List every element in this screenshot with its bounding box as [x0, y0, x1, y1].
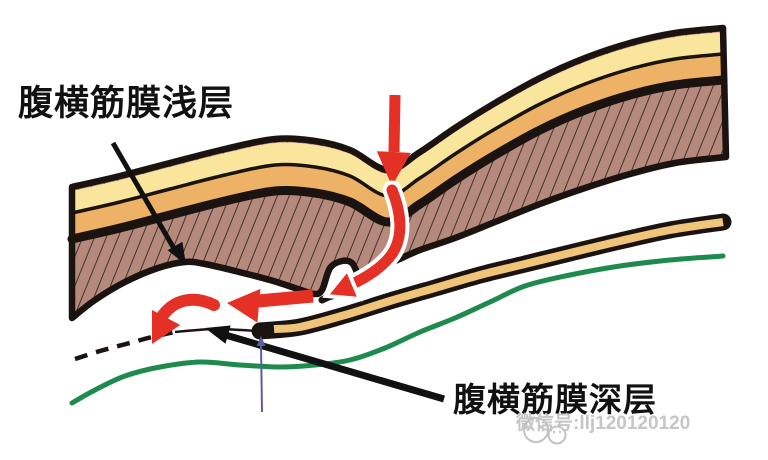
- wechat-icon-small-bubble: [547, 425, 567, 445]
- label-deep-fascia: 腹横筋膜深层: [453, 383, 657, 419]
- label-superficial-fascia: 腹横筋膜浅层: [18, 84, 235, 123]
- fascia-deep-band: [273, 218, 724, 333]
- flow-arrow-down-head: [376, 151, 411, 186]
- indicator-blue-arrowhead: [256, 336, 266, 346]
- flow-arrow-turn-down-shaft: [157, 293, 220, 321]
- superficial-fat-layer: [72, 32, 723, 213]
- wechat-icon-eye: [558, 430, 562, 434]
- tissue-outline: [68, 24, 730, 322]
- watermark-icon-group: [523, 417, 567, 445]
- watermark-text: 微信号:llj120120120: [516, 413, 691, 434]
- pointer-deep-head: [205, 325, 231, 344]
- pointer-superficial-head: [167, 241, 186, 265]
- flow-arrows: [152, 94, 411, 344]
- wechat-icon-eye: [538, 425, 542, 429]
- pointer-superficial-shaft: [110, 141, 179, 254]
- flow-arrow-left-head: [227, 288, 261, 323]
- wechat-icon: [523, 417, 549, 443]
- fascia-dashed-continuation: [74, 329, 176, 362]
- indicator-blue-line: [260, 343, 263, 413]
- wechat-icon-eye: [529, 425, 533, 429]
- flow-arrow-down-shaft: [388, 94, 401, 153]
- peritoneum-line: [69, 253, 726, 406]
- flow-arrow-left-shaft: [257, 289, 314, 308]
- flow-arrow-curve-head: [322, 265, 364, 302]
- deep-fat-layer: [72, 54, 723, 237]
- indicator-line-group: [256, 336, 266, 413]
- flow-arrow-curve-shaft: [344, 184, 406, 291]
- wechat-icon-eye: [552, 430, 556, 434]
- watermark: 微信号:llj120120120: [516, 408, 690, 435]
- fat-divider-line: [71, 52, 724, 215]
- flow-arrow-turn-down-head: [152, 310, 181, 344]
